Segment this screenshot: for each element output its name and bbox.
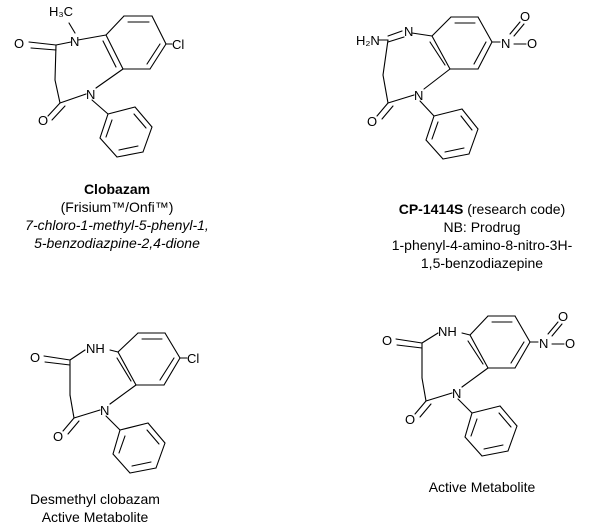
nitrogen-label: N	[414, 88, 423, 103]
caption-line: Active Metabolite	[41, 509, 149, 525]
prodrug-note: NB: Prodrug	[443, 219, 521, 235]
desmethyl-clobazam-caption: Desmethyl clobazam Active Metabolite	[10, 490, 180, 526]
oxygen-label: O	[14, 36, 24, 51]
iupac-name-line: 1-phenyl-4-amino-8-nitro-3H-	[391, 237, 573, 253]
caption-line: Desmethyl clobazam	[30, 491, 160, 507]
nitro-metabolite-structure: NH N O O O N O	[382, 309, 575, 457]
brand-names: (Frisium™/Onfi™)	[60, 199, 174, 215]
amino-label: H₂N	[356, 33, 380, 48]
clobazam-caption: Clobazam (Frisium™/Onfi™) 7-chloro-1-met…	[10, 180, 224, 252]
iupac-name-line: 1,5-benzodiazepine	[420, 255, 544, 271]
desmethyl-clobazam-structure: NH Cl O N O	[30, 332, 199, 474]
compound-name-line: CP-1414S (research code)	[368, 200, 596, 218]
chlorine-label: Cl	[172, 37, 184, 52]
cp-1414s-structure: H₂N N N O O N O	[356, 9, 537, 160]
bonds	[43, 332, 188, 474]
nitro-oxygen-label: O	[558, 309, 568, 324]
caption-line: Active Metabolite	[428, 479, 536, 495]
code-note: (research code)	[467, 201, 566, 217]
nitrogen-label: N	[452, 386, 461, 401]
oxygen-label: O	[367, 114, 377, 129]
iupac-name-line: 5-benzodiazpine-2,4-dione	[34, 235, 200, 251]
nitro-oxygen-label: O	[520, 9, 530, 24]
methyl-label: H₃C	[49, 4, 73, 19]
nitro-metabolite-caption: Active Metabolite	[412, 478, 552, 496]
oxygen-label: O	[382, 333, 392, 348]
chlorine-label: Cl	[187, 351, 199, 366]
nitro-nitrogen-label: N	[539, 336, 548, 351]
nitro-oxygen-label: O	[527, 36, 537, 51]
oxygen-label: O	[38, 113, 48, 128]
nitro-oxygen-label: O	[565, 336, 575, 351]
nh-label: NH	[86, 341, 105, 356]
nitro-nitrogen-label: N	[501, 36, 510, 51]
oxygen-label: O	[405, 412, 415, 427]
oxygen-label: O	[30, 350, 40, 365]
nitrogen-label: N	[404, 24, 413, 39]
iupac-name-line: 7-chloro-1-methyl-5-phenyl-1,	[25, 217, 209, 233]
nitrogen-label: N	[100, 403, 109, 418]
bonds	[395, 315, 565, 457]
nitrogen-label: N	[70, 34, 79, 49]
compound-name: CP-1414S	[398, 201, 464, 217]
bonds	[28, 15, 173, 158]
nh-label: NH	[438, 324, 457, 339]
cp-1414s-caption: CP-1414S (research code) NB: Prodrug 1-p…	[368, 200, 596, 272]
nitrogen-label: N	[86, 87, 95, 102]
oxygen-label: O	[53, 429, 63, 444]
clobazam-structure: H₃C N Cl O N O	[14, 4, 184, 158]
bonds	[376, 16, 527, 160]
compound-name: Clobazam	[83, 181, 151, 197]
